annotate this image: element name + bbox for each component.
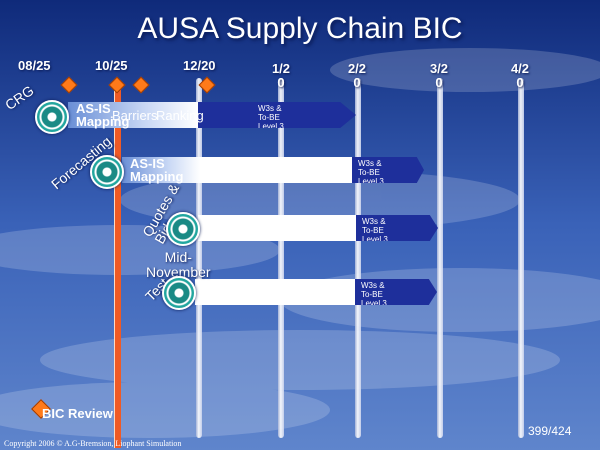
date-label-5: 2/2 0: [347, 61, 367, 90]
date-label-4: 1/2 0: [271, 61, 291, 90]
team-wheel-icon: [162, 276, 196, 310]
tobe-arrow-crg: W3s & To-BE Level 3: [198, 102, 356, 128]
tobe-arrow-test: W3s & To-BE Level 3: [355, 279, 437, 305]
date-label-2: 10/25: [95, 58, 128, 73]
current-date-line: [114, 80, 121, 448]
date-label-6: 3/2 0: [429, 61, 449, 90]
page-number: 399/424: [528, 424, 572, 438]
barriers-label: Barriers: [112, 108, 158, 123]
timeline-pole-3: [355, 78, 361, 438]
team-wheel-icon: [35, 100, 69, 134]
bic-review-legend: BIC Review: [42, 406, 113, 421]
progress-bar-test: [195, 279, 355, 305]
timeline-pole-5: [518, 78, 524, 438]
team-wheel-icon: [90, 155, 124, 189]
date-label-1: 08/25: [18, 58, 51, 73]
ranking-label: Ranking: [156, 108, 204, 123]
timeline-pole-2: [278, 78, 284, 438]
slide-title: AUSA Supply Chain BIC: [137, 12, 463, 45]
tobe-arrow-quotes: W3s & To-BE Level 3: [356, 215, 438, 241]
asis-bar-crg: AS-IS Mapping: [68, 102, 198, 128]
mid-november-note: Mid- November: [146, 249, 211, 280]
asis-bar-forecasting: AS-IS Mapping: [122, 157, 200, 183]
tobe-arrow-forecasting: W3s & To-BE Level 3: [352, 157, 424, 183]
progress-bar-quotes: [198, 215, 356, 241]
timeline-pole-1: [196, 78, 202, 438]
date-label-7: 4/2 0: [510, 61, 530, 90]
copyright-notice: Copyright 2006 © A.G-Bremsion, Liophant …: [4, 439, 182, 448]
team-wheel-icon: [166, 212, 200, 246]
date-label-3: 12/20: [183, 58, 216, 73]
timeline-pole-4: [437, 78, 443, 438]
progress-bar-forecasting: [200, 157, 352, 183]
